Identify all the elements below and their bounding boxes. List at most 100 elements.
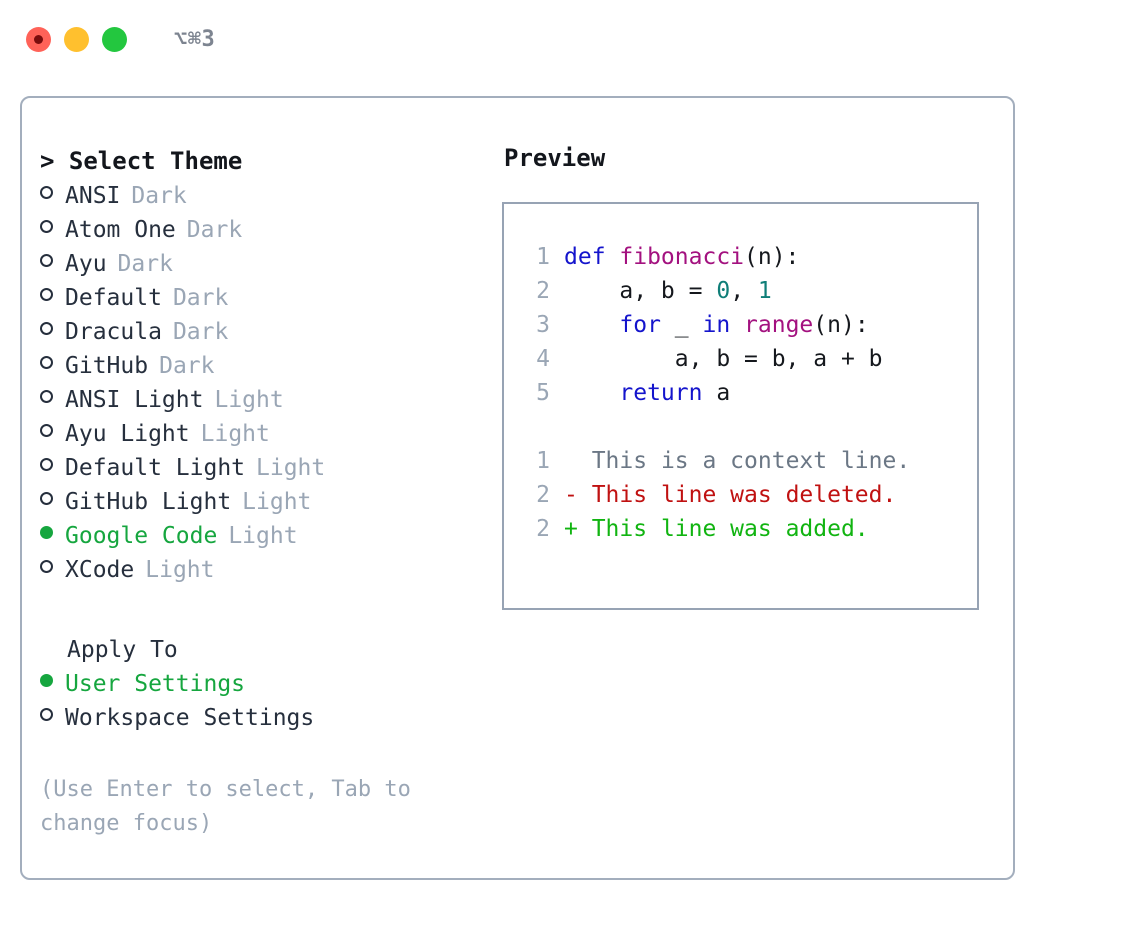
code-token-kw: in [702,312,731,338]
code-spacer [522,410,977,444]
diff-line-number: 2 [536,516,550,542]
code-token-pl: _ [660,312,703,338]
theme-list-header: > Select Theme [40,147,243,175]
theme-option-ansi[interactable]: ANSI Dark [40,179,492,213]
code-token-pl [564,380,619,406]
code-token-kw: return [619,380,703,406]
code-token-pl [730,312,744,338]
diff-marker: - [564,482,578,508]
theme-option-tag: Dark [159,353,215,379]
radio-icon [40,254,53,267]
radio-icon [40,424,53,437]
code-token-num: 1 [757,278,772,304]
theme-option-ansi-light[interactable]: ANSI Light Light [40,383,492,417]
theme-option-atom-one[interactable]: Atom One Dark [40,213,492,247]
theme-option-label: ANSI Light [65,387,204,413]
diff-marker [564,444,578,478]
apply-to-option-user-settings[interactable]: User Settings [40,667,492,701]
theme-option-tag: Light [242,489,312,515]
theme-option-label: Atom One [65,217,176,243]
theme-option-label: Default [65,285,162,311]
radio-icon [40,458,53,471]
code-line-content: a, b = b, a + b [564,342,883,376]
code-line-number: 3 [536,312,550,338]
theme-option-label: Dracula [65,319,162,345]
diff-sample: 1 This is a context line.2- This line wa… [522,444,977,546]
radio-icon [40,390,53,403]
theme-option-google-code[interactable]: Google Code Light [40,519,492,553]
radio-selected-icon [40,674,53,687]
radio-icon [40,492,53,505]
theme-option-label: GitHub Light [65,489,232,515]
radio-icon [40,220,53,233]
window-controls [26,26,127,52]
code-line-number: 1 [536,244,550,270]
code-token-pl: a, b = b, a + b [564,346,883,372]
theme-option-github-light[interactable]: GitHub Light Light [40,485,492,519]
code-sample: 1 def fibonacci(n): 2 a, b = 0, 1 3 for _ i… [522,240,977,410]
code-line-content: return a [564,376,730,410]
theme-option-xcode[interactable]: XCode Light [40,553,492,587]
diff-marker: + [564,516,578,542]
close-button[interactable] [26,26,51,52]
theme-option-tag: Dark [186,217,243,243]
theme-option-tag: Dark [172,319,229,345]
apply-to-option-label: Workspace Settings [65,705,315,731]
code-line: 5 return a [522,376,977,410]
diff-line-number: 2 [536,482,550,508]
theme-option-github[interactable]: GitHub Dark [40,349,492,383]
minimize-button[interactable] [64,26,89,52]
theme-option-label: Ayu [65,251,107,277]
code-token-kw: for [619,312,661,338]
maximize-button[interactable] [102,26,127,52]
theme-option-tag: Dark [131,183,187,209]
radio-icon [40,560,53,573]
code-line-content: for _ in range(n): [564,308,868,342]
apply-to-option-label: User Settings [65,671,246,697]
theme-option-label: ANSI [65,183,121,209]
diff-line-content: This is a context line. [577,448,911,474]
code-token-pl: a, b = [564,278,717,304]
diff-line-del: 2- This line was deleted. [522,478,977,512]
code-token-pl: a [702,380,731,406]
theme-option-label: Default Light [65,455,246,481]
diff-line-number: 1 [536,448,550,474]
theme-option-default-light[interactable]: Default Light Light [40,451,492,485]
diff-line-content: This line was added. [577,516,869,542]
theme-option-ayu[interactable]: Ayu Dark [40,247,492,281]
theme-option-tag: Dark [117,251,173,277]
apply-to-option-workspace-settings[interactable]: Workspace Settings [40,701,492,735]
theme-option-label: Ayu Light [65,421,190,447]
code-line: 3 for _ in range(n): [522,308,977,342]
theme-option-label: GitHub [65,353,149,379]
code-token-pl: , [730,278,758,304]
code-line-number: 5 [536,380,550,406]
theme-option-label: XCode [65,557,135,583]
theme-option-tag: Light [256,455,326,481]
code-line-content: def fibonacci(n): [564,240,799,274]
theme-option-tag: Light [228,523,298,549]
diff-line-ctx: 1 This is a context line. [522,444,977,478]
code-line-number: 2 [536,278,550,304]
keyboard-shortcut-label: ⌥⌘3 [174,26,216,52]
preview-title: Preview [504,144,606,172]
keyboard-hint-text: (Use Enter to select, Tab to change focu… [40,777,425,836]
theme-option-label: Google Code [65,523,218,549]
theme-option-dracula[interactable]: Dracula Dark [40,315,492,349]
theme-option-tag: Light [145,557,215,583]
code-token-num: 0 [716,278,731,304]
theme-option-tag: Light [214,387,284,413]
radio-icon [40,186,53,199]
radio-icon [40,356,53,369]
diff-line-add: 2 + This line was added. [522,512,977,546]
code-token-kw: def [564,244,620,270]
radio-icon [40,322,53,335]
code-token-pl [564,312,619,338]
